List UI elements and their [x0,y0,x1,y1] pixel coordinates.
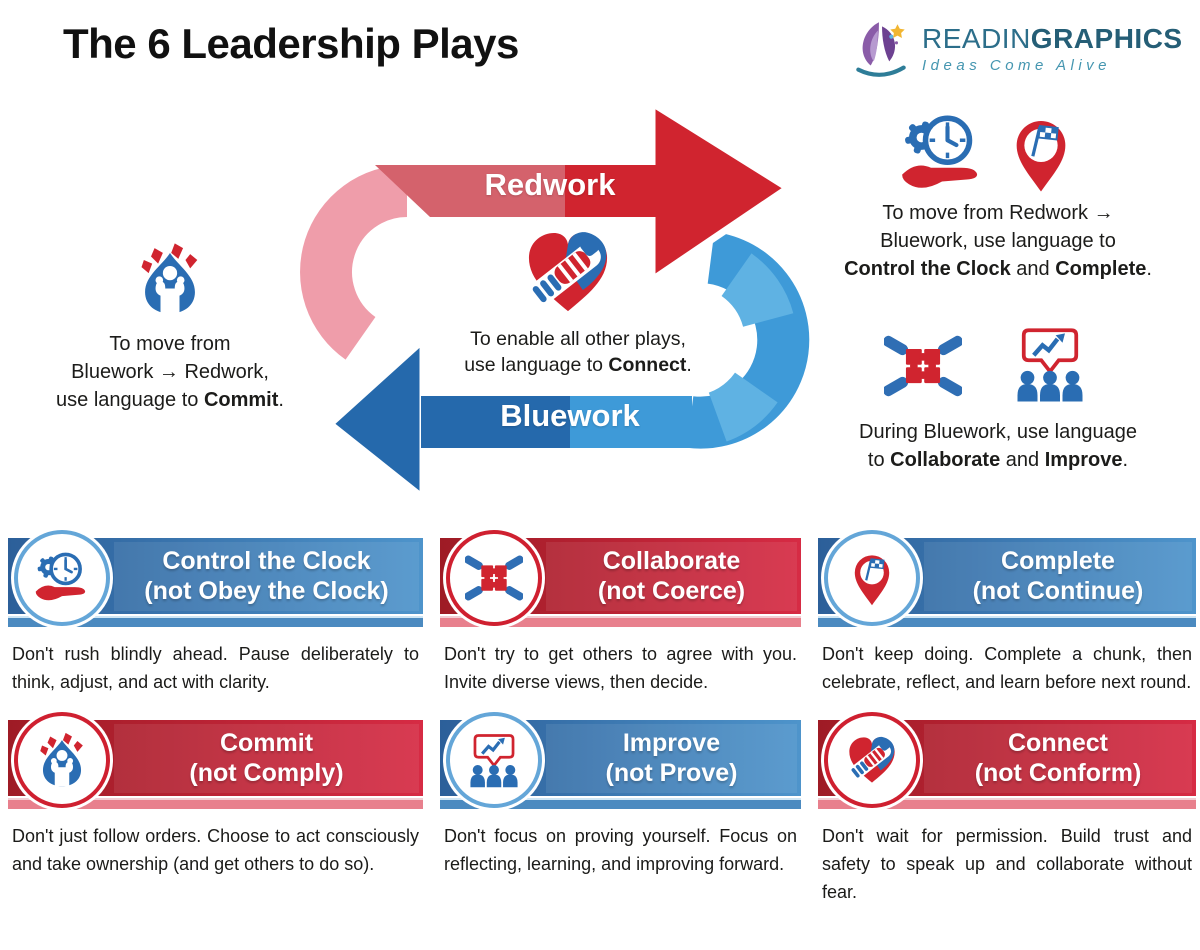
banner-stripe [8,616,423,627]
brand-name-bold: GRAPHICS [1030,23,1183,55]
pin-checkered-flag-icon [824,530,920,626]
card-body: Don't just follow orders. Choose to act … [12,826,419,874]
banner-stripe [818,798,1196,809]
play-card-improve: Improve(not Prove) Don't focus on provin… [440,712,801,906]
play-cards-grid: Control the Clock(not Obey the Clock) Do… [8,530,1196,906]
pin-checkered-flag-icon [1000,112,1082,194]
card-body: Don't wait for permission. Build trust a… [822,826,1192,902]
note-commit: To move from Bluework → Redwork, use lan… [56,333,284,411]
bluework-arrowhead [324,332,427,506]
brand-logo: READINGRAPHICS Ideas Come Alive [848,16,1183,82]
flame-person-icon [14,712,110,808]
page-title: The 6 Leadership Plays [63,20,519,67]
brand-tagline: Ideas Come Alive [922,56,1111,74]
card-body: Don't rush blindly ahead. Pause delibera… [12,644,419,692]
play-card-complete: Complete(not Continue) Don't keep doing.… [818,530,1196,696]
bluework-label: Bluework [500,398,640,433]
brand-logo-text: READINGRAPHICS Ideas Come Alive [922,23,1183,74]
redwork-band-mid [375,165,569,217]
note-control-complete: To move from Redwork → Bluework, use lan… [844,202,1152,280]
banner-stripe [8,798,423,809]
card-banner: Complete(not Continue) [818,530,1196,626]
play-card-collaborate: Collaborate(not Coerce) Don't try to get… [440,530,801,696]
play-card-connect: Connect(not Conform) Don't wait for perm… [818,712,1196,906]
note-connect: To enable all other plays, use language … [464,328,692,376]
card-title: Improve(not Prove) [546,723,797,793]
cycle-arrows-graphic [300,96,810,506]
card-title: Connect(not Conform) [924,723,1192,793]
bluework-band-light [567,396,692,448]
card-body: Don't keep doing. Complete a chunk, then… [822,644,1192,692]
speech-chart-people-icon [1010,324,1090,404]
heart-handshake-icon [518,222,618,322]
card-body: Don't focus on proving yourself. Focus o… [444,826,797,874]
flame-person-icon [132,241,208,317]
redwork-bluework-cycle: Redwork Bluework [290,95,810,525]
blue-curve-light-2 [707,371,778,442]
puzzle-hands-icon [884,327,962,405]
banner-stripe [818,616,1196,627]
card-banner: Control the Clock(not Obey the Clock) [8,530,423,626]
banner-stripe [440,616,801,627]
card-banner: Improve(not Prove) [440,712,801,808]
speech-chart-people-icon [446,712,542,808]
redwork-label: Redwork [484,167,616,202]
note-collaborate-improve: During Bluework, use language to Collabo… [859,421,1137,471]
play-card-commit: Commit(not Comply) Don't just follow ord… [8,712,423,906]
puzzle-hands-icon [446,530,542,626]
bluework-band-dark [421,396,570,448]
play-card-control-the-clock: Control the Clock(not Obey the Clock) Do… [8,530,423,696]
card-banner: Collaborate(not Coerce) [440,530,801,626]
brand-logo-icon [848,16,914,82]
card-body: Don't try to get others to agree with yo… [444,644,797,692]
redwork-band-bright [565,165,656,217]
banner-stripe [440,798,801,809]
pink-curve [300,165,409,360]
card-banner: Connect(not Conform) [818,712,1196,808]
card-title: Commit(not Comply) [114,723,419,793]
blue-curve-light-1 [720,253,794,328]
gear-clock-hand-icon [14,530,110,626]
card-title: Complete(not Continue) [924,541,1192,611]
card-title: Control the Clock(not Obey the Clock) [114,541,419,611]
brand-name-regular: READIN [922,23,1031,55]
gear-clock-hand-icon [898,110,986,198]
card-title: Collaborate(not Coerce) [546,541,797,611]
card-banner: Commit(not Comply) [8,712,423,808]
heart-handshake-icon [824,712,920,808]
